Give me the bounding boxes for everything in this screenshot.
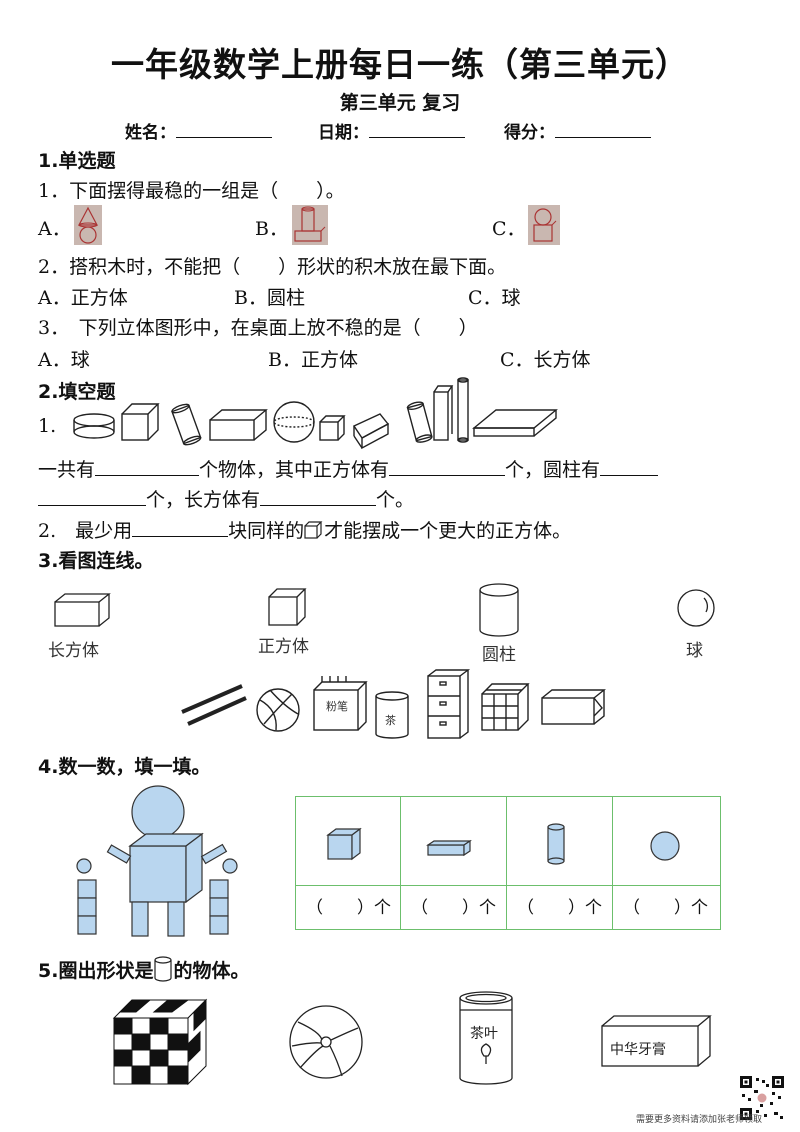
q2-2-text-p3: 才能摆成一个更大的正方体。 — [324, 520, 572, 542]
cube-shape-icon — [326, 827, 362, 861]
date-field[interactable]: 日期： — [318, 118, 465, 143]
q2-1-text-p2: 个物体，其中正方体有 — [199, 459, 390, 481]
toothpaste-label: 中华牙膏 — [610, 1041, 666, 1058]
checkered-cube-image[interactable] — [110, 996, 210, 1088]
label-sphere[interactable]: 球 — [686, 641, 703, 661]
tea-can-label: 茶叶 — [470, 1026, 498, 1042]
count-table: （ ）个 （ ）个 （ ）个 （ ）个 — [295, 796, 721, 930]
cylinder-shape-icon — [547, 823, 565, 865]
count-cylinder[interactable]: （ ）个 — [517, 898, 602, 918]
cube-model-icon — [268, 588, 307, 626]
count-sphere[interactable]: （ ）个 — [623, 898, 708, 918]
q2-1-text-p5: 个。 — [376, 489, 415, 511]
chalk-label: 粉笔 — [326, 699, 348, 713]
q1-3-option-a[interactable]: A．球 — [38, 349, 90, 371]
section-5-heading: 5.圈出形状是的物体。 — [38, 956, 249, 983]
sphere-shape-icon — [650, 831, 680, 861]
score-field[interactable]: 得分： — [504, 118, 651, 143]
date-blank[interactable] — [369, 137, 465, 138]
q2-2-blank[interactable] — [132, 536, 229, 537]
section-5-heading-p2: 的物体。 — [173, 960, 250, 982]
q1-3-option-c[interactable]: C．长方体 — [500, 349, 591, 371]
rubik-cube-icon — [481, 683, 530, 731]
cylinder-inline-icon — [154, 956, 173, 982]
q1-2-option-b[interactable]: B．圆柱 — [234, 287, 305, 309]
small-cube-icon — [304, 521, 323, 539]
q1-1-option-b[interactable]: B． — [255, 214, 288, 241]
shapes-row — [73, 377, 558, 450]
section-2-heading: 2.填空题 — [38, 381, 116, 403]
score-blank[interactable] — [555, 137, 651, 138]
robot-figure — [76, 785, 238, 937]
cuboid-model-icon — [54, 593, 111, 627]
q1-3-option-b[interactable]: B．正方体 — [268, 349, 358, 371]
q1-1-option-c[interactable]: C． — [492, 214, 526, 241]
score-label: 得分： — [504, 123, 555, 143]
cabinet-icon — [427, 669, 471, 739]
cylinder-model-icon — [479, 583, 519, 637]
count-cube[interactable]: （ ）个 — [306, 898, 391, 918]
label-cuboid[interactable]: 长方体 — [48, 641, 99, 661]
q2-1-blank-total[interactable] — [95, 475, 200, 476]
q2-1-text-p1: 一共有 — [38, 459, 96, 481]
volleyball-icon — [256, 688, 300, 732]
q2-2-text-p1: 2. 最少用 — [38, 520, 133, 542]
q1-2-text: 2．搭积木时，不能把（ ）形状的积木放在最下面。 — [38, 256, 507, 278]
q2-1-text-p4: 个，长方体有 — [146, 489, 261, 511]
page-title: 一年级数学上册每日一练（第三单元） — [111, 45, 689, 84]
option-c-label: C． — [492, 218, 526, 240]
q2-1-fill-line-1: 一共有 个物体，其中正方体有 个，圆柱有 — [38, 455, 659, 482]
q1-1-option-a[interactable]: A． — [38, 214, 71, 241]
footer-note: 需要更多资料请添加张老师领取 — [635, 1115, 762, 1125]
option-a-image — [74, 205, 102, 245]
ball-image[interactable] — [286, 1002, 366, 1082]
tea-label: 茶 — [385, 714, 396, 727]
name-label: 姓名： — [125, 123, 176, 143]
count-cuboid[interactable]: （ ）个 — [411, 898, 496, 918]
q1-1-text: 1．下面摆得最稳的一组是（ ）。 — [38, 180, 345, 202]
chalk-box-icon — [313, 676, 368, 731]
q2-1-blank-cylinder-cont[interactable] — [38, 505, 146, 506]
option-c-image — [528, 205, 560, 245]
date-label: 日期： — [318, 123, 369, 143]
q2-1-text-p3: 个，圆柱有 — [505, 459, 601, 481]
name-field[interactable]: 姓名： — [125, 118, 272, 143]
label-cube[interactable]: 正方体 — [258, 637, 309, 657]
q1-2-option-a[interactable]: A．正方体 — [38, 287, 128, 309]
option-b-label: B． — [255, 218, 288, 240]
label-cylinder[interactable]: 圆柱 — [482, 645, 516, 665]
q2-1-number: 1. — [38, 415, 57, 437]
box-icon — [541, 689, 606, 725]
sphere-model-icon — [677, 589, 715, 627]
cuboid-shape-icon — [426, 839, 472, 857]
section-3-heading: 3.看图连线。 — [38, 550, 154, 572]
q2-1-blank-cylinder[interactable] — [600, 475, 659, 476]
q1-3-text: 3． 下列立体图形中，在桌面上放不稳的是（ ） — [38, 317, 478, 339]
option-b-image — [292, 205, 328, 245]
section-5-heading-p1: 5.圈出形状是 — [38, 960, 154, 982]
q2-1-blank-cuboid[interactable] — [260, 505, 377, 506]
q2-2-text-p2: 块同样的 — [228, 520, 305, 542]
objects-row: 粉笔 茶 — [181, 669, 606, 739]
chopsticks-icon — [181, 684, 247, 726]
q2-2-fill-line: 2. 最少用 块同样的才能摆成一个更大的正方体。 — [38, 516, 571, 543]
page-subtitle: 第三单元 复习 — [339, 92, 461, 114]
tea-can-image[interactable]: 茶叶 — [456, 990, 516, 1090]
section-1-heading: 1.单选题 — [38, 150, 116, 172]
toothpaste-box-image[interactable]: 中华牙膏 — [600, 1014, 712, 1070]
q1-2-option-c[interactable]: C．球 — [468, 287, 521, 309]
section-4-heading: 4.数一数，填一填。 — [38, 756, 211, 778]
name-blank[interactable] — [176, 137, 272, 138]
qr-code-icon — [740, 1076, 784, 1120]
q2-1-blank-cube[interactable] — [389, 475, 506, 476]
q2-1-fill-line-2: 个，长方体有 个。 — [38, 485, 414, 512]
tea-can-icon — [375, 691, 409, 739]
option-a-label: A． — [38, 218, 71, 240]
